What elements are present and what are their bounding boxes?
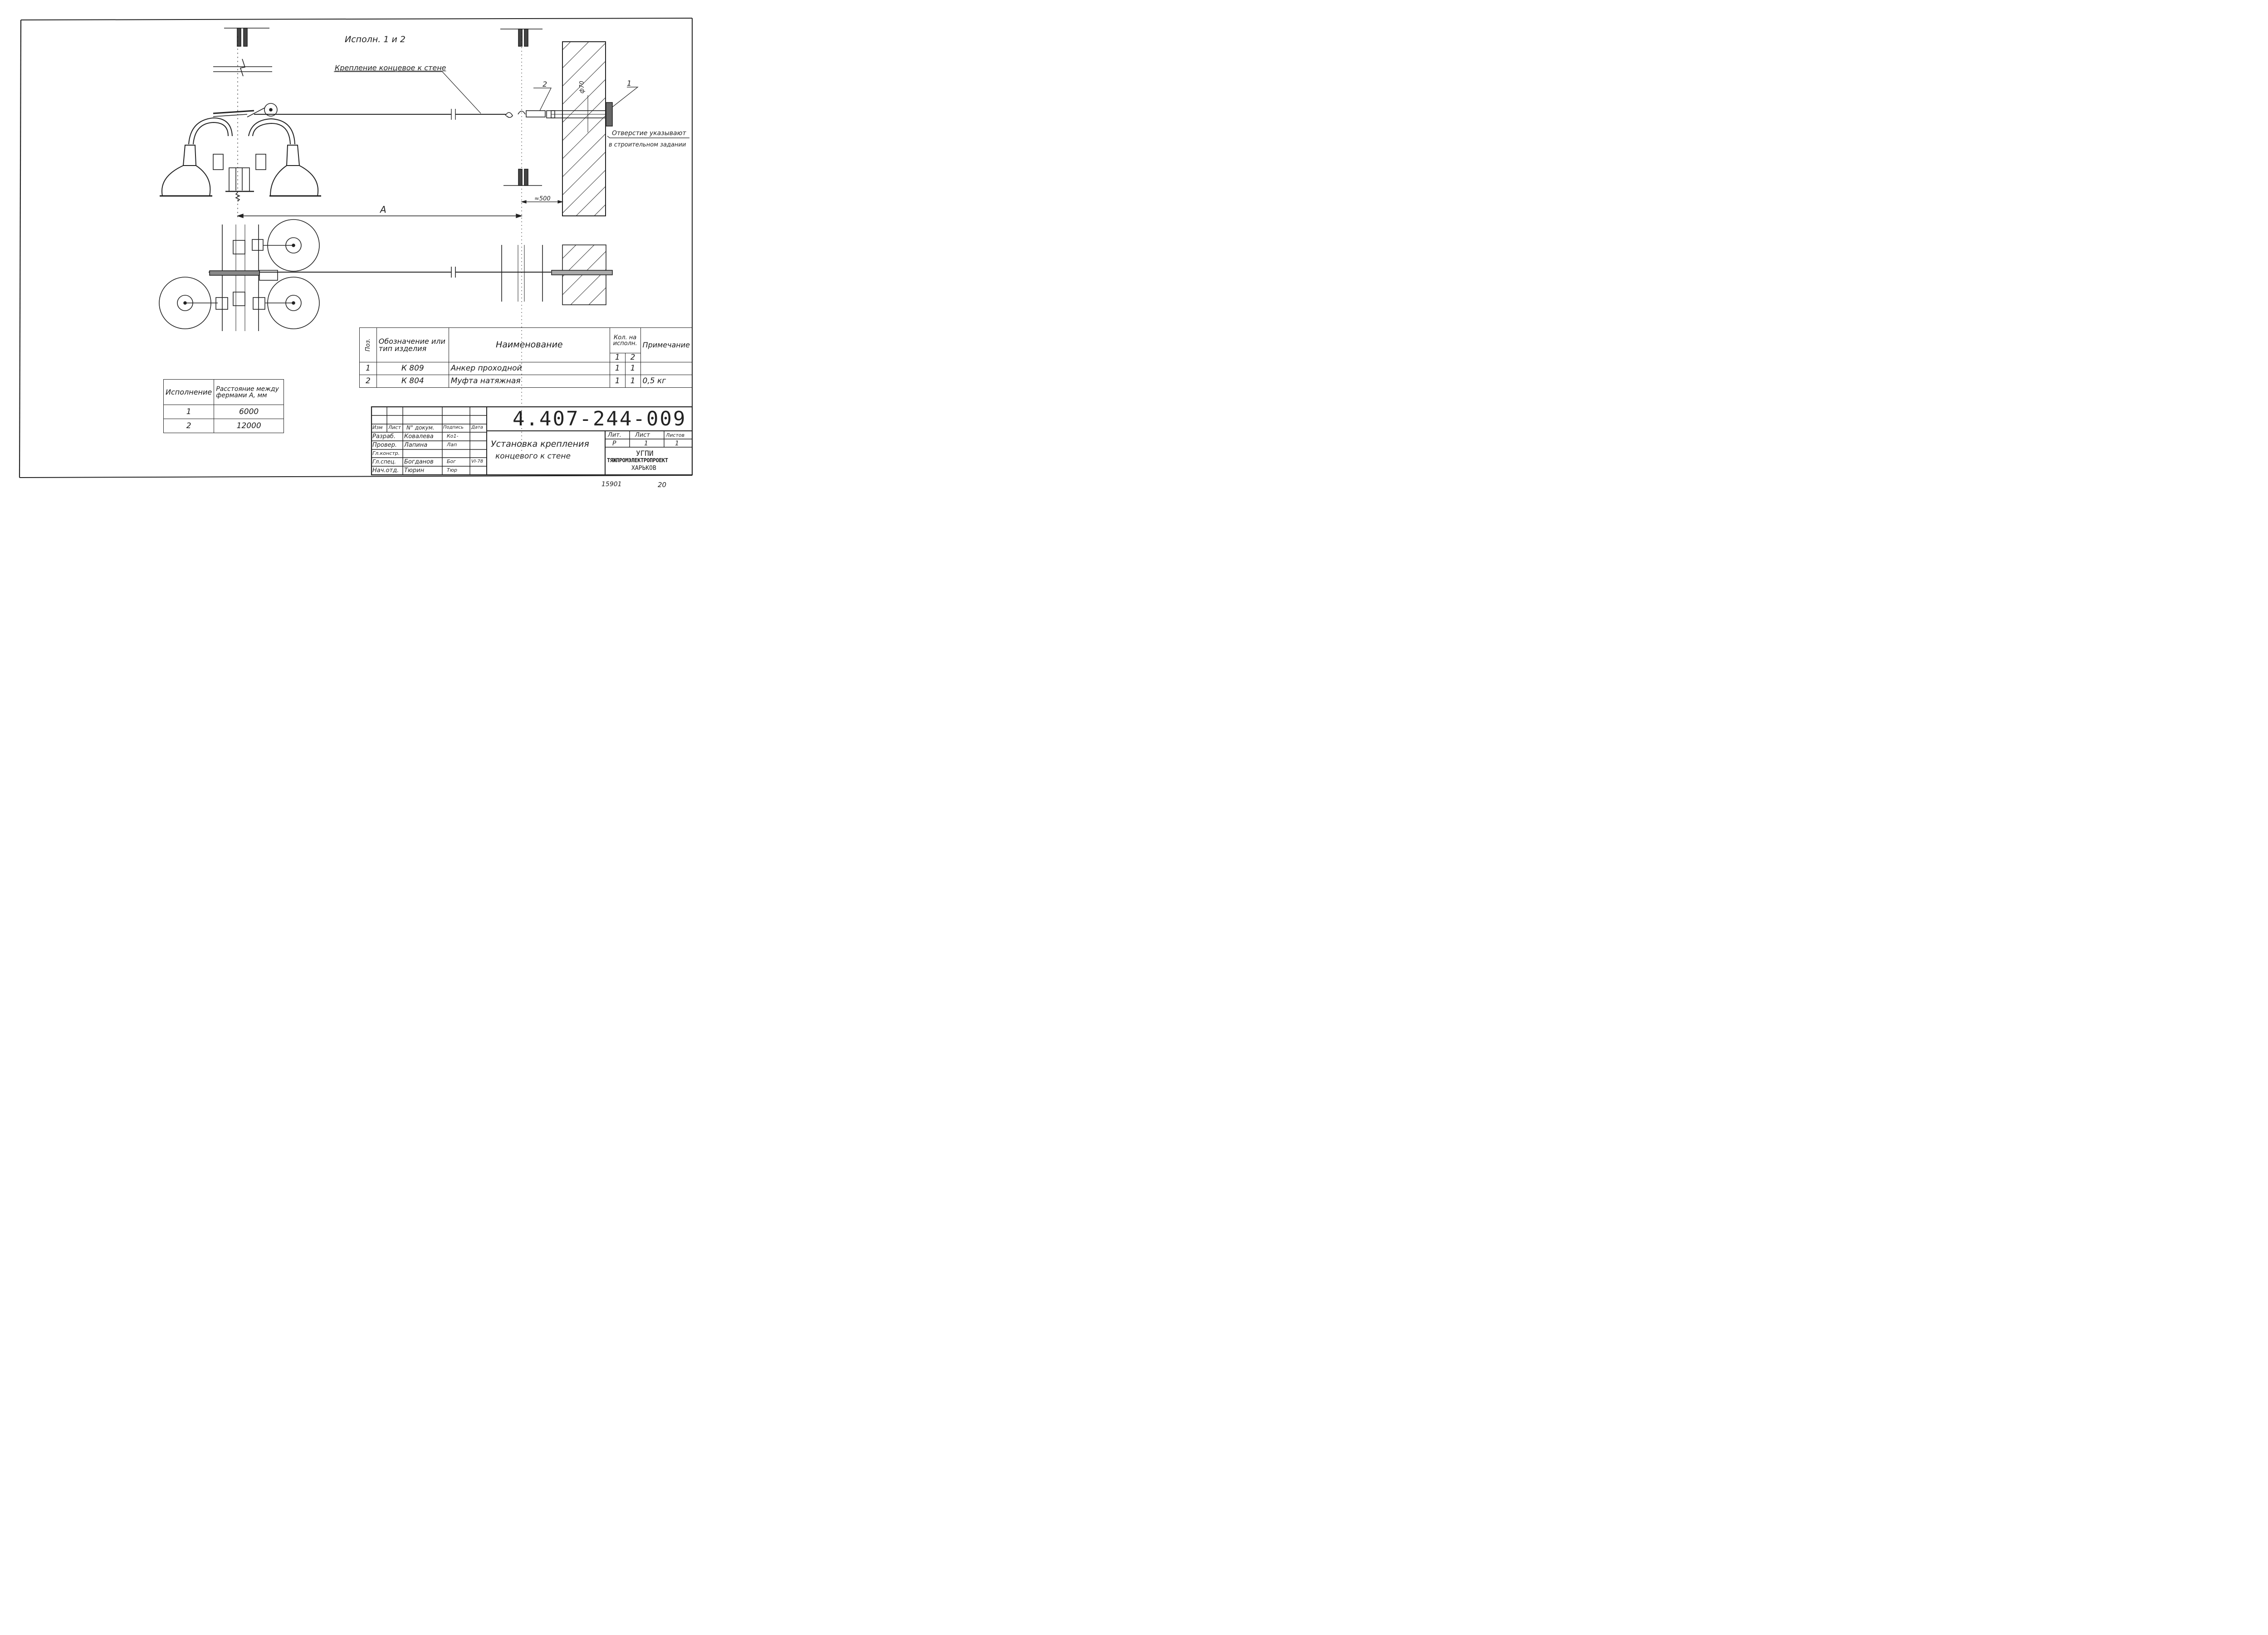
spec-cell-designation: К 804	[376, 375, 449, 388]
position-2-label: 2	[543, 80, 547, 88]
org-name-line1: УГПИ	[636, 449, 654, 458]
lamp-bracket	[213, 103, 278, 202]
dimension-a-label: A	[380, 204, 386, 215]
spec-cell-name: Анкер проходной	[448, 362, 610, 375]
variant-header: Исполнение	[163, 379, 215, 405]
tb-lit-label: Лит.	[608, 432, 621, 439]
spec-cell-q1: 1	[609, 362, 626, 375]
distance-500-label: ≈500	[534, 195, 551, 202]
hole-note-line2: в строительном задании	[609, 142, 686, 148]
variant-label: Исполн. 1 и 2	[345, 34, 406, 44]
tb-role-developer: Разраб.	[372, 433, 396, 440]
spec-cell-note	[640, 362, 693, 375]
technical-drawing	[19, 18, 693, 478]
tb-col-izm: Изм	[372, 425, 383, 430]
spec-header-pos: Поз.	[359, 327, 377, 362]
tb-role-department-head: Нач.отд.	[372, 467, 399, 474]
spec-cell-q1: 1	[609, 375, 626, 388]
archive-number: 15901	[601, 481, 622, 488]
spec-header-qty: Кол. на исполн.	[609, 327, 641, 353]
truss-section-top-right	[500, 29, 543, 454]
distance-cell: 6000	[214, 405, 284, 419]
variant-cell: 2	[163, 419, 215, 433]
org-name-line3: ХАРЬКОВ	[631, 465, 656, 472]
spec-header-qty-1: 1	[609, 353, 626, 362]
tension-sleeve	[505, 110, 555, 118]
tb-date-chief-specialist: VI-78	[471, 459, 484, 464]
specification-table: Поз. Обозначение или тип изделия Наимено…	[359, 327, 693, 388]
spec-cell-designation: К 809	[376, 362, 449, 375]
plan-view-right	[501, 244, 613, 305]
spec-cell-note: 0,5 кг	[640, 375, 693, 388]
variant-cell: 1	[163, 405, 215, 419]
page-number: 20	[658, 481, 667, 489]
tb-role-chief-specialist: Гл.спец.	[372, 459, 396, 465]
tb-col-sign: Подпись	[443, 425, 464, 430]
tb-col-list: Лист	[388, 425, 401, 430]
end-fastening-label: Крепление концевое к стене	[335, 63, 446, 72]
tb-role-chief-designer: Гл.констр.	[372, 450, 400, 456]
cable-wire	[254, 109, 506, 120]
lamp-left	[160, 117, 233, 197]
tb-sign-developer: Ко1-	[447, 433, 459, 439]
table-row: 2 К 804 Муфта натяжная 1 1 0,5 кг	[359, 375, 693, 388]
tb-name-checker: Лапина	[404, 442, 428, 449]
tb-sheets-value: 1	[675, 440, 679, 447]
tb-name-department-head: Тюрин	[404, 467, 425, 474]
document-code: 4.407-244-009	[513, 407, 687, 430]
truss-section-top-left	[213, 28, 272, 77]
distance-cell: 12000	[214, 419, 284, 433]
tb-sign-checker: Лап	[447, 442, 457, 448]
spec-header-note: Примечание	[640, 327, 693, 362]
table-row: 1 6000	[163, 405, 284, 419]
table-row: 1 К 809 Анкер проходной 1 1	[359, 362, 693, 375]
spec-header-name: Наименование	[448, 327, 610, 362]
table-row: 2 12000	[163, 419, 284, 433]
org-name-line2: ТЯЖПРОМЭЛЕКТРОПРОЕКТ	[607, 457, 668, 464]
title-block-grid	[371, 406, 693, 476]
spec-cell-q2: 1	[625, 362, 641, 375]
tb-sign-chief-specialist: Бог	[447, 459, 456, 464]
tb-col-doc: N° докум.	[406, 425, 435, 431]
sheet-frame	[19, 18, 693, 478]
tb-role-checker: Провер.	[372, 442, 397, 449]
tb-lit-value: Р	[612, 440, 616, 447]
variant-distance-table: Исполнение Расстояние между фермами А, м…	[163, 379, 284, 433]
tb-sheet-value: 1	[644, 440, 648, 447]
spec-header-designation: Обозначение или тип изделия	[376, 327, 449, 362]
wall-section	[562, 41, 606, 216]
tb-sheets-label: Листов	[666, 432, 685, 438]
tb-col-date: Дата	[471, 425, 483, 430]
spec-cell-pos: 2	[359, 375, 377, 388]
spec-cell-q2: 1	[625, 375, 641, 388]
tb-sign-department-head: Тюр	[447, 467, 457, 473]
distance-header: Расстояние между фермами А, мм	[214, 379, 284, 405]
lamp-right	[248, 118, 321, 197]
leader-lines	[334, 71, 689, 138]
tb-name-developer: Ковалева	[404, 433, 434, 440]
plan-view	[159, 219, 551, 331]
tb-sheet-label: Лист	[635, 432, 650, 439]
hole-note-line1: Отверстие указывают	[612, 130, 686, 137]
diameter-label: ф70	[579, 81, 586, 93]
dimension-a	[236, 214, 523, 218]
spec-cell-name: Муфта натяжная	[448, 375, 610, 388]
dimension-500	[520, 200, 564, 204]
position-1-label: 1	[627, 79, 632, 88]
tb-name-chief-specialist: Богданов	[404, 459, 434, 465]
anchor-through-wall	[551, 95, 613, 132]
spec-cell-pos: 1	[359, 362, 377, 375]
spec-header-qty-2: 2	[625, 353, 641, 362]
drawing-title-line1: Установка крепления	[491, 439, 589, 449]
drawing-title-line2: концевого к стене	[495, 452, 571, 461]
